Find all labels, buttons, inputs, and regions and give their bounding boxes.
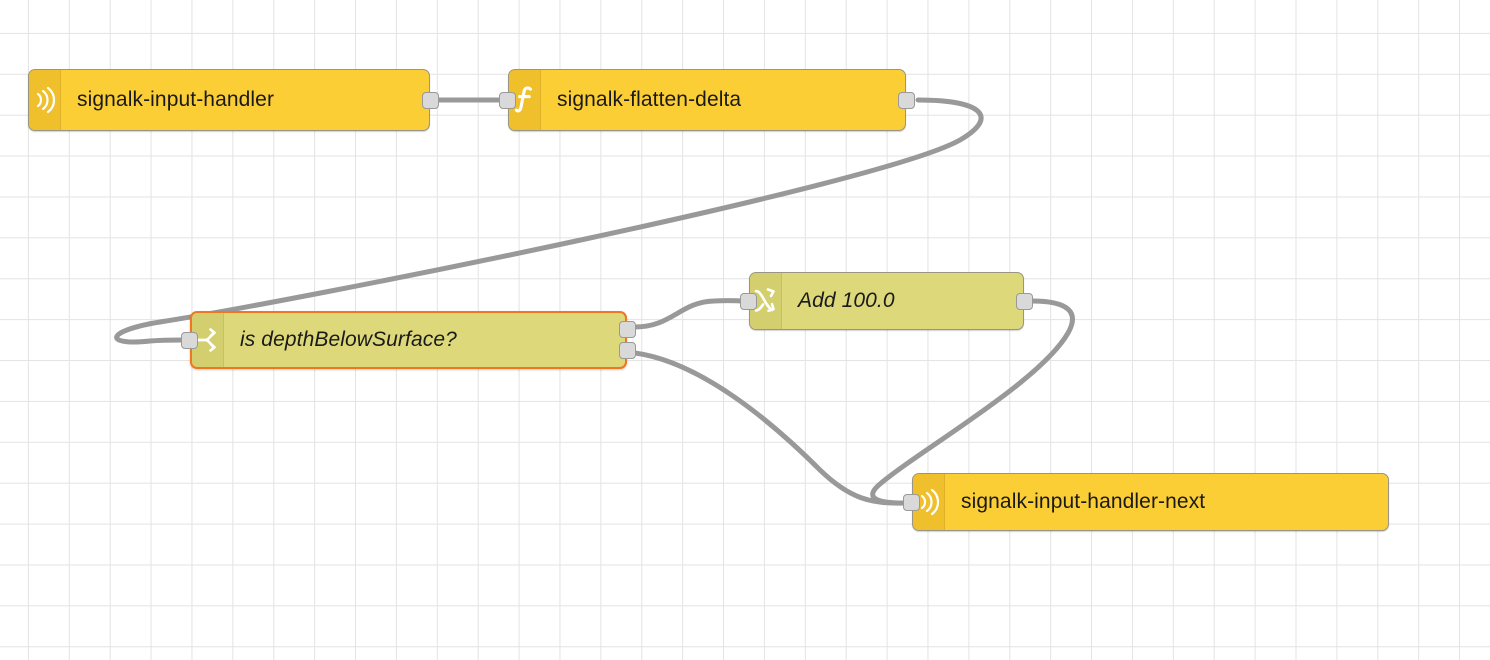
function-f-icon bbox=[514, 86, 532, 113]
signal-waves-icon bbox=[920, 488, 939, 516]
wire[interactable] bbox=[632, 298, 747, 330]
node-is-depthbelowsurface[interactable]: is depthBelowSurface? bbox=[190, 311, 627, 369]
signal-waves-icon bbox=[36, 86, 55, 114]
input-port-is-depthbelowsurface[interactable] bbox=[181, 331, 198, 349]
switch-branch-icon-container bbox=[192, 313, 224, 367]
output-port-signalk-flatten-delta-0[interactable] bbox=[898, 91, 915, 109]
node-label: signalk-input-handler bbox=[77, 88, 275, 111]
node-add-100[interactable]: Add 100.0 bbox=[749, 272, 1024, 330]
wire[interactable] bbox=[632, 350, 906, 506]
input-port-add-100[interactable] bbox=[740, 292, 757, 310]
switch-branch-icon bbox=[196, 328, 216, 352]
output-port-is-depthbelowsurface-1[interactable] bbox=[619, 342, 636, 360]
change-arrows-icon bbox=[754, 288, 775, 313]
output-port-add-100-0[interactable] bbox=[1016, 292, 1033, 310]
output-port-signalk-input-handler-0[interactable] bbox=[422, 91, 439, 109]
node-label: signalk-input-handler-next bbox=[961, 490, 1206, 513]
input-port-signalk-flatten-delta[interactable] bbox=[499, 91, 516, 109]
output-port-is-depthbelowsurface-0[interactable] bbox=[619, 320, 636, 338]
node-label: is depthBelowSurface? bbox=[240, 328, 457, 351]
node-label: Add 100.0 bbox=[798, 289, 895, 312]
signal-waves-icon-container bbox=[29, 70, 61, 130]
input-port-signalk-input-handler-next[interactable] bbox=[903, 493, 920, 511]
node-signalk-flatten-delta[interactable]: signalk-flatten-delta bbox=[508, 69, 906, 131]
node-signalk-input-handler-next[interactable]: signalk-input-handler-next bbox=[912, 473, 1389, 531]
node-signalk-input-handler[interactable]: signalk-input-handler bbox=[28, 69, 430, 131]
node-label: signalk-flatten-delta bbox=[557, 88, 742, 111]
